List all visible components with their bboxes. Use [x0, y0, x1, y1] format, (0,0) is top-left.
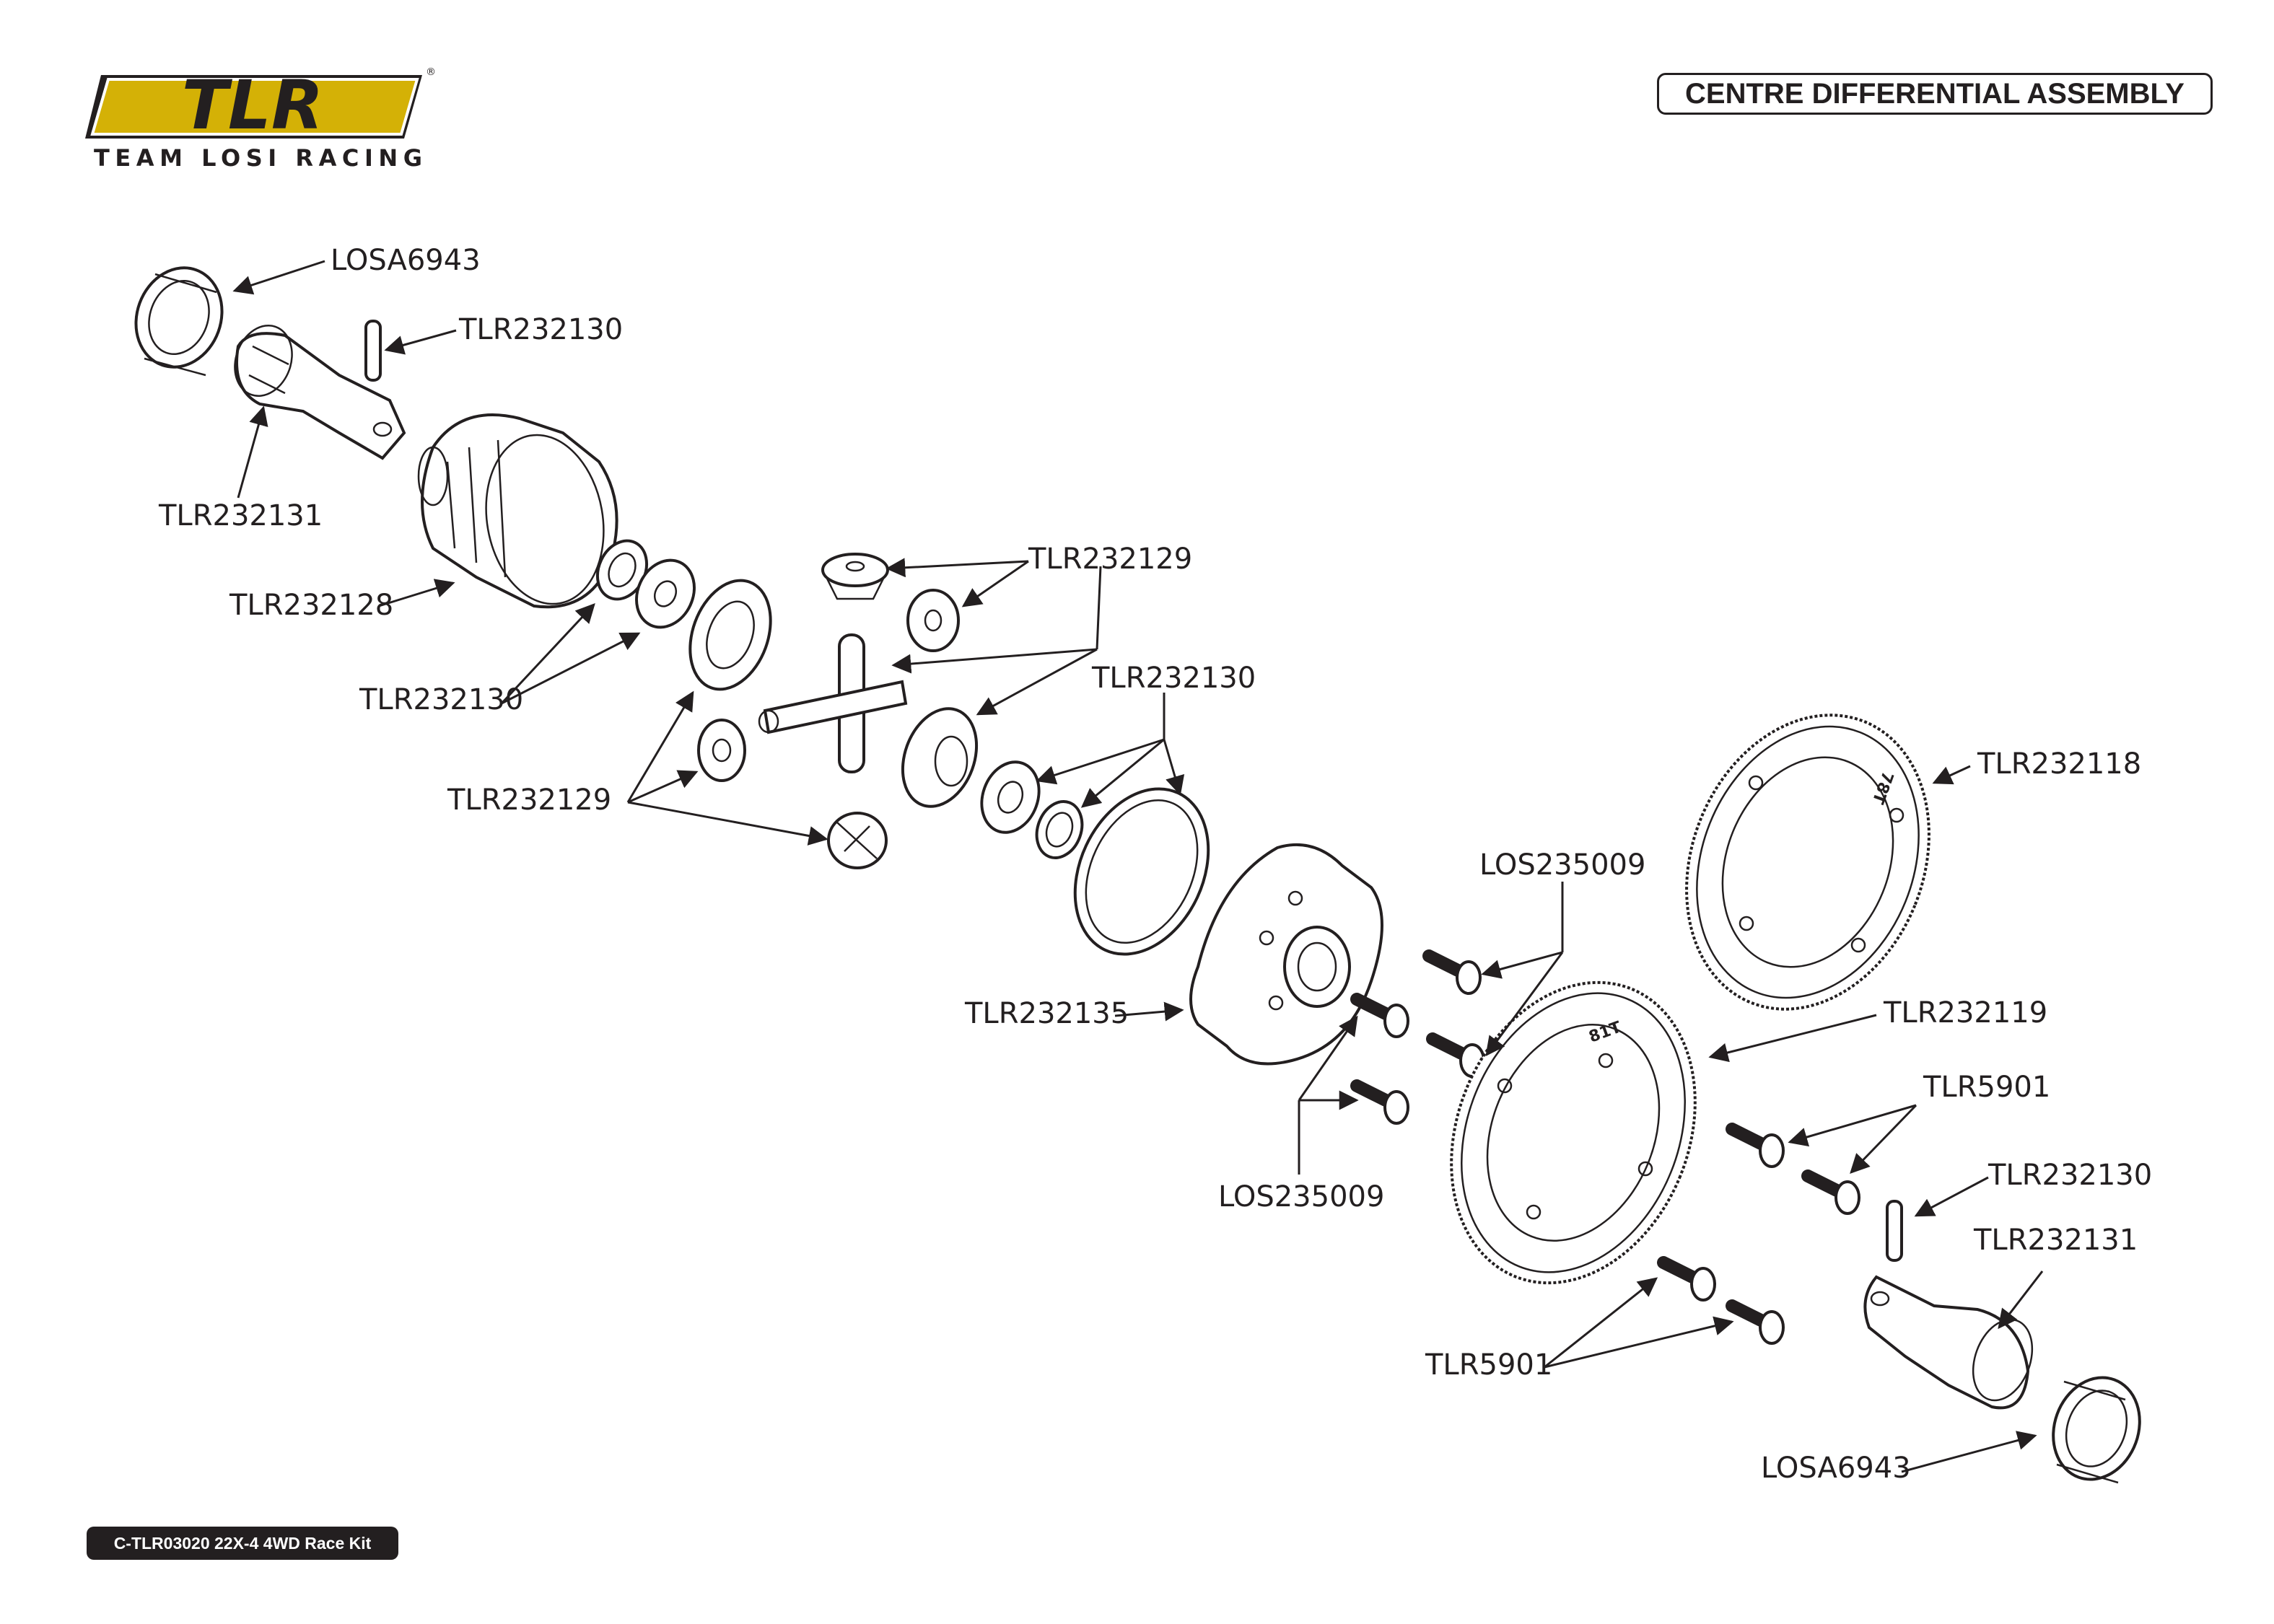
spur-gear-large-part: 78T	[1685, 714, 1930, 1011]
label-diff-cover: TLR232135	[964, 997, 1129, 1030]
label-spur-gear-large: TLR232118	[1977, 747, 2141, 781]
label-screws-lower: LOS235009	[1218, 1180, 1384, 1213]
spur-gear-small-part: 81T	[1450, 980, 1697, 1285]
label-pin-bottom: TLR232130	[1987, 1159, 2152, 1192]
label-shims-center: TLR232130	[1091, 662, 1256, 695]
gear-set-top-part	[821, 553, 979, 808]
logo-brand-name: TEAM LOSI RACING	[94, 144, 422, 172]
label-bearing-top: LOSA6943	[331, 244, 481, 277]
screws-lower-part	[1350, 993, 1409, 1125]
label-shims-left: TLR232130	[359, 683, 523, 716]
kit-label: C-TLR03020 22X-4 4WD Race Kit	[87, 1527, 398, 1560]
bearing-bottom-part	[2052, 1376, 2141, 1484]
cross-pin-part	[758, 633, 908, 773]
label-outdrive-bottom: TLR232131	[1973, 1224, 2138, 1257]
label-spur-gear-small: TLR232119	[1883, 996, 2047, 1030]
outdrive-bottom-part	[1863, 1275, 2034, 1410]
shims-center-part	[980, 760, 1084, 859]
label-screws-bottom: TLR5901	[1425, 1348, 1552, 1382]
screws-right-part	[1726, 1123, 1860, 1215]
diff-case-part	[417, 413, 618, 609]
label-gear-set-top: TLR232129	[1028, 543, 1192, 576]
diff-cover-part	[1189, 843, 1383, 1066]
page-title: CENTRE DIFFERENTIAL ASSEMBLY	[1657, 73, 2213, 115]
label-diff-case: TLR232128	[229, 589, 393, 622]
registered-mark: ®	[426, 66, 436, 78]
tlr-logo: TLR ® TEAM LOSI RACING	[85, 66, 436, 172]
label-gear-set-left: TLR232129	[447, 784, 611, 817]
label-pin-top: TLR232130	[458, 313, 623, 346]
shims-left-part	[595, 539, 696, 629]
logo-mark: TLR	[182, 66, 323, 145]
screws-upper-part	[1422, 949, 1485, 1078]
leader-lines	[232, 260, 2044, 1473]
outdrive-top-part	[234, 325, 406, 460]
label-screws-upper: LOS235009	[1479, 848, 1645, 882]
label-screws-right: TLR5901	[1923, 1071, 2050, 1104]
gear-set-left-part	[688, 579, 888, 869]
label-bearing-bottom: LOSA6943	[1761, 1452, 1911, 1485]
part-labels: LOSA6943 TLR232130 TLR232131 TLR232128 T…	[158, 244, 2152, 1485]
label-outdrive-top: TLR232131	[158, 499, 323, 532]
bearing-top-part	[134, 266, 224, 377]
pin-bottom-part	[1886, 1200, 1903, 1262]
pin-top-part	[364, 320, 382, 382]
screws-bottom-part	[1657, 1256, 1785, 1345]
